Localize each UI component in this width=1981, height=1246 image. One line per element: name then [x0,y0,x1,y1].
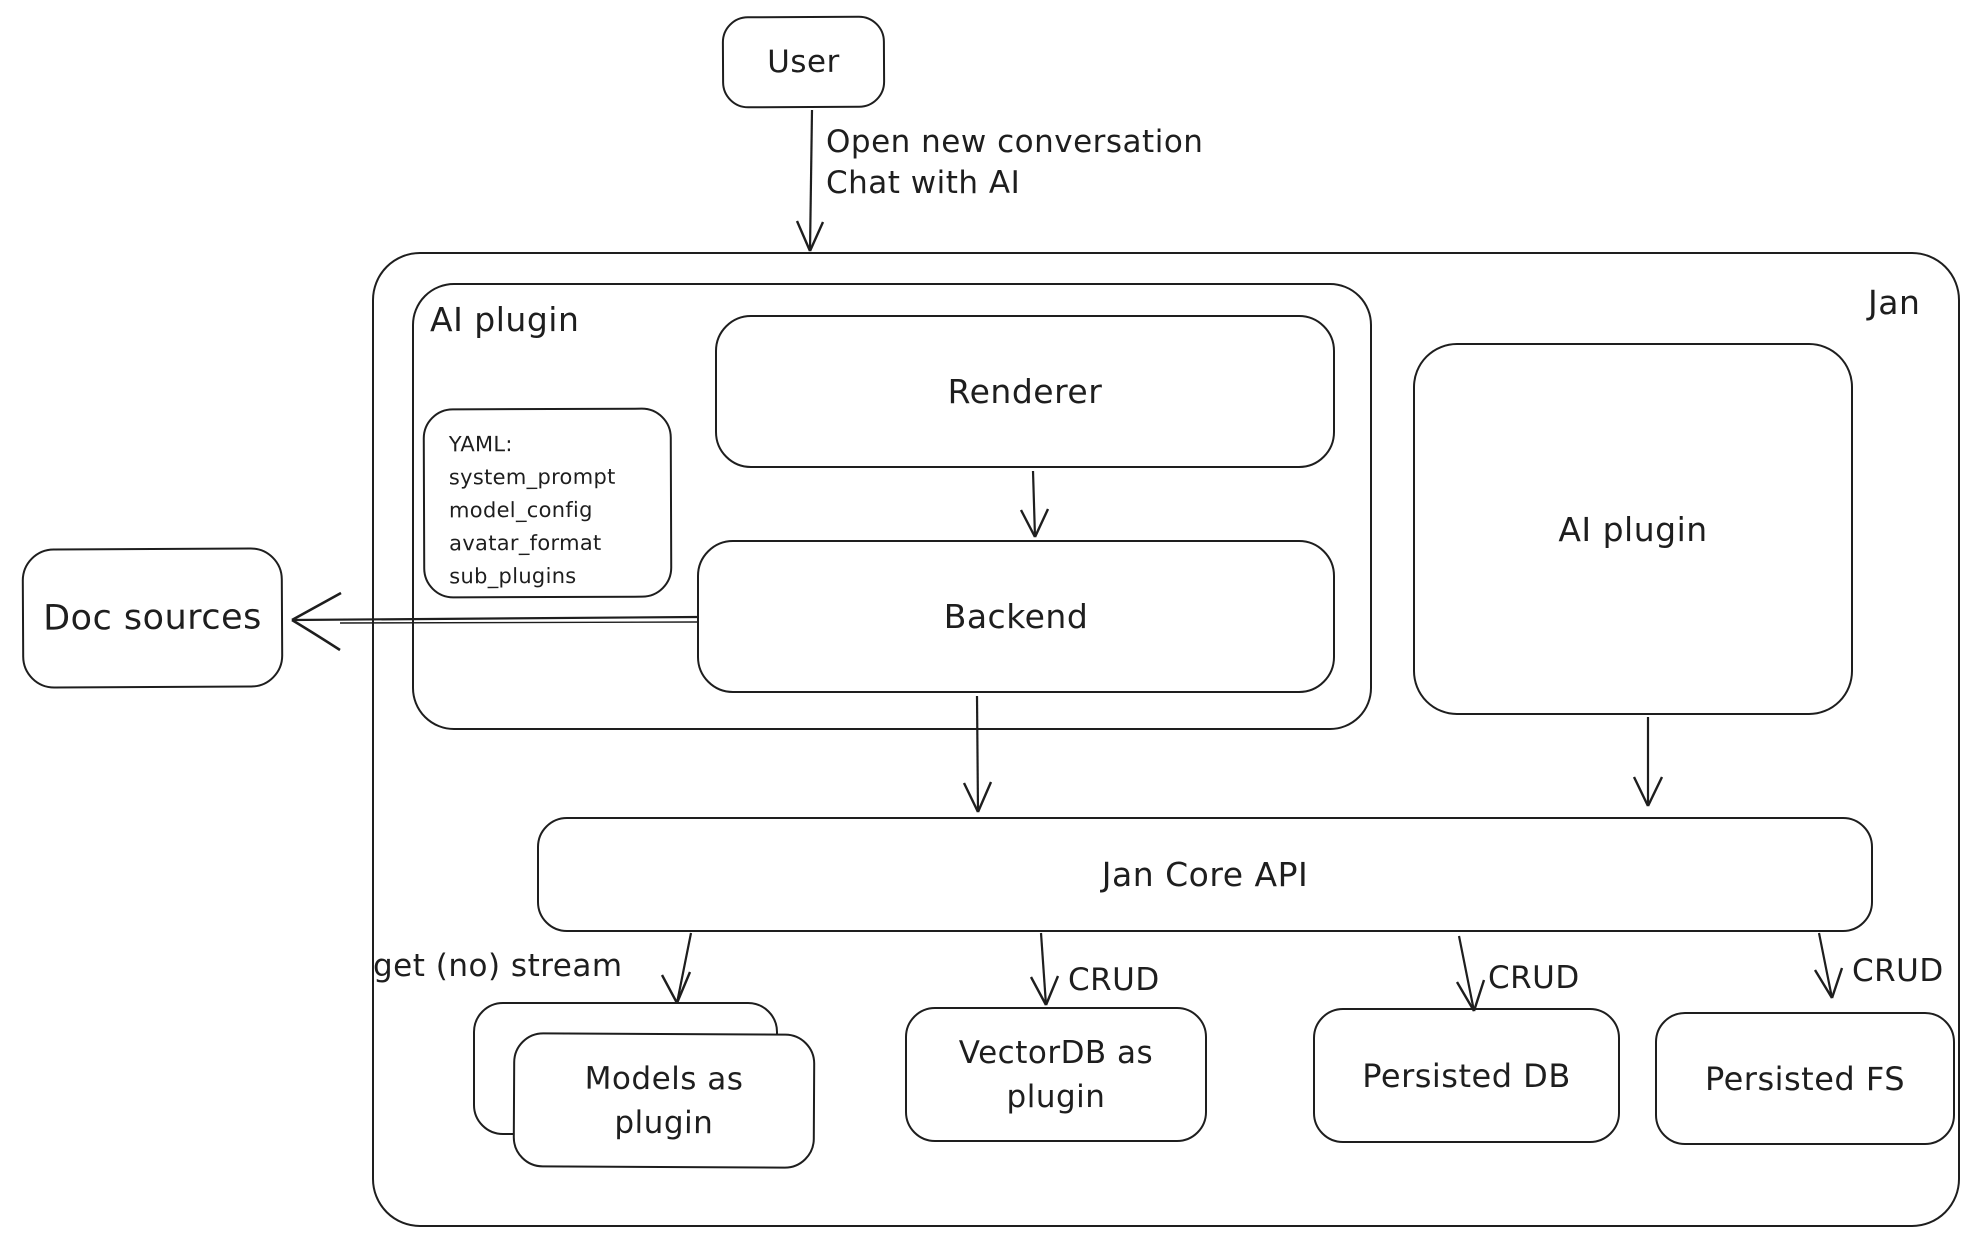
node-ai-plugin-left-label: AI plugin [430,300,580,339]
node-user: User [721,15,886,109]
node-doc-sources: Doc sources [21,547,284,689]
node-persisted-db-label: Persisted DB [1362,1056,1571,1095]
edge-label-crud-vectordb: CRUD [1068,962,1160,998]
yaml-note-title: YAML: [448,432,513,457]
node-user-label: User [767,43,840,81]
node-ai-plugin-right-label: AI plugin [1558,509,1708,549]
edge-label-open-new-conversation: Open new conversation Chat with AI [826,124,1204,201]
node-backend: Backend [697,540,1335,693]
node-renderer-label: Renderer [947,372,1103,411]
node-jan-label: Jan [1868,283,1921,322]
yaml-note-line: sub_plugins [449,563,577,589]
node-vectordb-as-plugin: VectorDB as plugin [905,1007,1207,1142]
yaml-note-line: system_prompt [448,464,616,490]
node-vectordb-as-plugin-label: VectorDB as plugin [958,1034,1154,1115]
node-doc-sources-label: Doc sources [43,597,262,639]
yaml-note-line: avatar_format [449,530,602,556]
arrow-user-to-renderer [795,109,825,252]
node-ai-plugin-right: AI plugin [1413,343,1853,715]
edge-label-crud-persisted-fs: CRUD [1852,953,1944,989]
node-backend-label: Backend [943,597,1089,636]
edge-label-crud-persisted-db: CRUD [1488,960,1580,996]
yaml-note-line: model_config [448,497,593,523]
node-persisted-fs-label: Persisted FS [1704,1059,1906,1098]
node-renderer: Renderer [715,315,1335,468]
node-jan-core-api: Jan Core API [537,817,1873,932]
node-models-as-plugin-label: Models as plugin [584,1060,744,1141]
node-models-as-plugin: Models as plugin [512,1032,816,1169]
edge-label-get-no-stream: get (no) stream [373,948,623,984]
node-persisted-db: Persisted DB [1313,1008,1620,1143]
node-persisted-fs: Persisted FS [1655,1012,1955,1145]
node-yaml-note: YAML: system_prompt model_config avatar_… [422,407,673,599]
node-jan-core-api-label: Jan Core API [1101,855,1309,894]
